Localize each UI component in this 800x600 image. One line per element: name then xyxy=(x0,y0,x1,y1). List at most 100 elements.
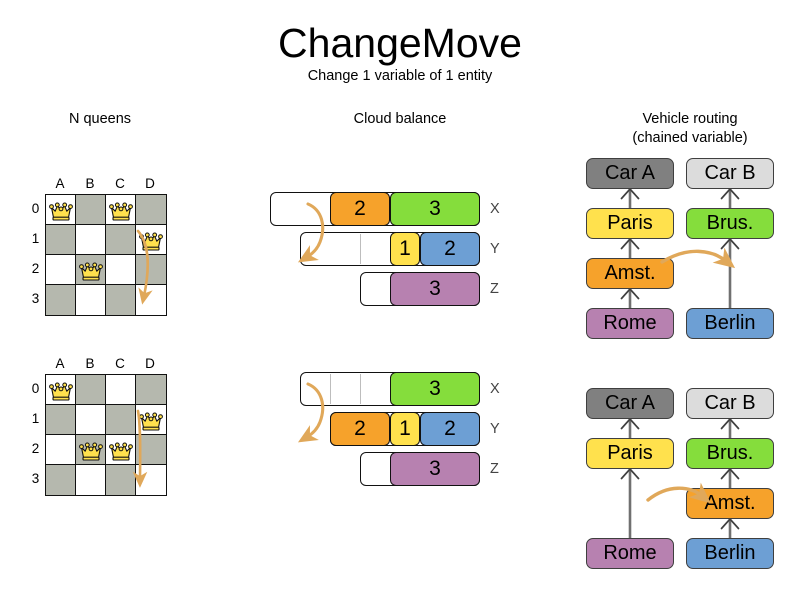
n-queens-board-after: A B C D 0 1 2 3 xyxy=(28,356,168,500)
computer-label: X xyxy=(490,381,500,397)
process-block[interactable]: 2 xyxy=(420,232,480,266)
board-cell[interactable] xyxy=(106,465,136,495)
capacity-divider xyxy=(360,374,361,404)
file-label: C xyxy=(115,176,125,191)
rank-label: 1 xyxy=(31,411,40,426)
vrp-node[interactable]: Brus. xyxy=(686,438,774,469)
board-cell[interactable] xyxy=(46,255,76,285)
vrp-node[interactable]: Paris xyxy=(586,208,674,239)
process-block[interactable]: 3 xyxy=(390,372,480,406)
capacity-divider xyxy=(360,234,361,264)
board-cell[interactable] xyxy=(46,435,76,465)
rank-label: 0 xyxy=(31,381,40,396)
board-cell[interactable] xyxy=(76,375,106,405)
vrp-node[interactable]: Amst. xyxy=(586,258,674,289)
process-block[interactable]: 1 xyxy=(390,232,420,266)
vrp-caption-line-1: Vehicle routing xyxy=(642,111,738,127)
process-block[interactable]: 1 xyxy=(390,412,420,446)
file-label: D xyxy=(145,356,155,371)
rank-label: 2 xyxy=(31,441,40,456)
board-cell[interactable] xyxy=(106,285,136,315)
vrp-node[interactable]: Car B xyxy=(686,388,774,419)
vrp-node[interactable]: Car A xyxy=(586,158,674,189)
board-cell[interactable] xyxy=(76,465,106,495)
vrp-node[interactable]: Rome xyxy=(586,538,674,569)
board-cell[interactable] xyxy=(76,255,106,285)
board-cell[interactable] xyxy=(106,405,136,435)
process-block[interactable]: 3 xyxy=(390,192,480,226)
page-title: ChangeMove xyxy=(278,20,522,66)
board-cell[interactable] xyxy=(46,285,76,315)
board-cell[interactable] xyxy=(76,405,106,435)
file-label: B xyxy=(85,356,95,371)
board-cell[interactable] xyxy=(106,225,136,255)
rank-label: 3 xyxy=(31,291,40,306)
file-label: B xyxy=(85,176,95,191)
vrp-node[interactable]: Amst. xyxy=(686,488,774,519)
process-block[interactable]: 2 xyxy=(330,192,390,226)
board-cell[interactable] xyxy=(136,465,166,495)
computer-label: Z xyxy=(490,281,499,297)
vrp-node[interactable]: Paris xyxy=(586,438,674,469)
board-cell[interactable] xyxy=(136,435,166,465)
board-grid xyxy=(45,374,167,496)
board-cell[interactable] xyxy=(46,465,76,495)
vrp-node[interactable]: Rome xyxy=(586,308,674,339)
board-cell[interactable] xyxy=(76,285,106,315)
section-caption-vehicle-routing: Vehicle routing (chained variable) xyxy=(590,110,790,148)
board-cell[interactable] xyxy=(136,195,166,225)
board-cell[interactable] xyxy=(106,435,136,465)
board-cell[interactable] xyxy=(136,375,166,405)
computer-label: Y xyxy=(490,421,500,437)
process-block[interactable]: 3 xyxy=(390,272,480,306)
process-block[interactable]: 2 xyxy=(330,412,390,446)
vrp-caption-line-2: (chained variable) xyxy=(632,130,748,146)
board-cell[interactable] xyxy=(136,225,166,255)
board-cell[interactable] xyxy=(106,195,136,225)
board-cell[interactable] xyxy=(46,225,76,255)
board-cell[interactable] xyxy=(76,195,106,225)
computer-label: Y xyxy=(490,241,500,257)
process-block[interactable]: 3 xyxy=(390,452,480,486)
board-cell[interactable] xyxy=(46,405,76,435)
board-cell[interactable] xyxy=(46,195,76,225)
vrp-node[interactable]: Car A xyxy=(586,388,674,419)
chess-board: A B C D 0 1 2 3 xyxy=(28,356,168,500)
process-block[interactable]: 2 xyxy=(420,412,480,446)
file-label: A xyxy=(55,356,65,371)
board-cell[interactable] xyxy=(46,375,76,405)
vrp-node[interactable]: Car B xyxy=(686,158,774,189)
file-label: C xyxy=(115,356,125,371)
rank-label: 2 xyxy=(31,261,40,276)
file-label: A xyxy=(55,176,65,191)
board-cell[interactable] xyxy=(136,255,166,285)
board-cell[interactable] xyxy=(106,255,136,285)
page-subtitle: Change 1 variable of 1 entity xyxy=(307,68,493,84)
vrp-node[interactable]: Brus. xyxy=(686,208,774,239)
board-cell[interactable] xyxy=(76,225,106,255)
computer-label: X xyxy=(490,201,500,217)
file-labels: A B C D xyxy=(45,356,165,374)
board-cell[interactable] xyxy=(106,375,136,405)
board-cell[interactable] xyxy=(136,405,166,435)
rank-label: 3 xyxy=(31,471,40,486)
file-labels: A B C D xyxy=(45,176,165,194)
computer-label: Z xyxy=(490,461,499,477)
board-cell[interactable] xyxy=(76,435,106,465)
rank-labels: 0 1 2 3 xyxy=(28,374,45,494)
board-cell[interactable] xyxy=(136,285,166,315)
board-grid xyxy=(45,194,167,316)
vrp-node[interactable]: Berlin xyxy=(686,308,774,339)
vrp-node[interactable]: Berlin xyxy=(686,538,774,569)
file-label: D xyxy=(145,176,155,191)
